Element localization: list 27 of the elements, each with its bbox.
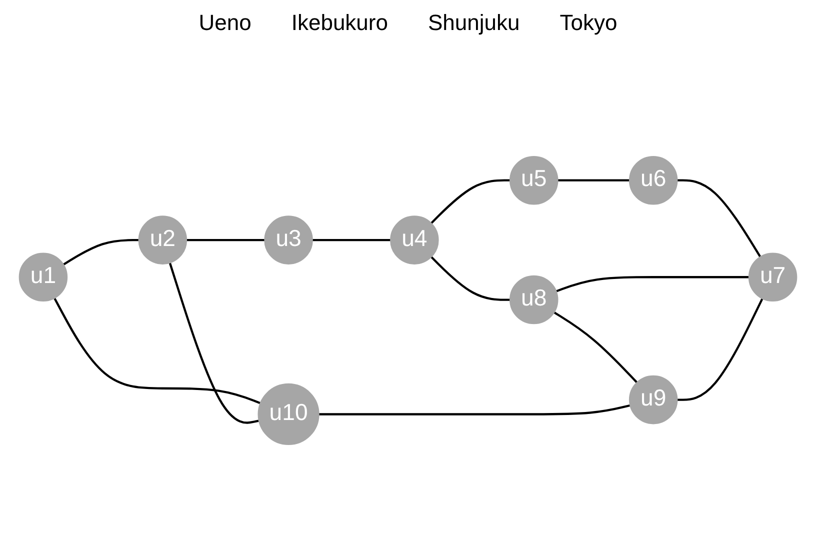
place-label: Ikebukuro <box>291 10 388 36</box>
connector <box>677 179 762 258</box>
node-circle: u1 <box>18 252 68 302</box>
place-label: Tokyo <box>560 10 618 36</box>
connector <box>558 179 630 182</box>
node-circle: u9 <box>628 375 678 424</box>
connector <box>430 256 510 301</box>
connector <box>553 311 638 384</box>
node-circle: u7 <box>748 252 798 302</box>
connector <box>556 276 750 292</box>
connector <box>62 238 139 266</box>
connector <box>186 238 265 242</box>
node-circle: u2 <box>138 216 188 264</box>
place-label: Ueno <box>198 10 252 36</box>
node-circle: u5 <box>510 156 558 205</box>
place-label: Shunjuku <box>428 10 520 36</box>
connector <box>318 404 631 416</box>
connector <box>53 297 261 404</box>
connector <box>168 262 260 424</box>
node-circle: u10 <box>258 383 320 446</box>
connector <box>312 238 391 242</box>
node-circle: u6 <box>628 156 678 205</box>
node-circle: u8 <box>510 275 558 324</box>
node-circle: u4 <box>390 216 439 264</box>
node-circle: u3 <box>264 216 313 264</box>
connector <box>677 298 764 401</box>
connector <box>430 179 510 224</box>
